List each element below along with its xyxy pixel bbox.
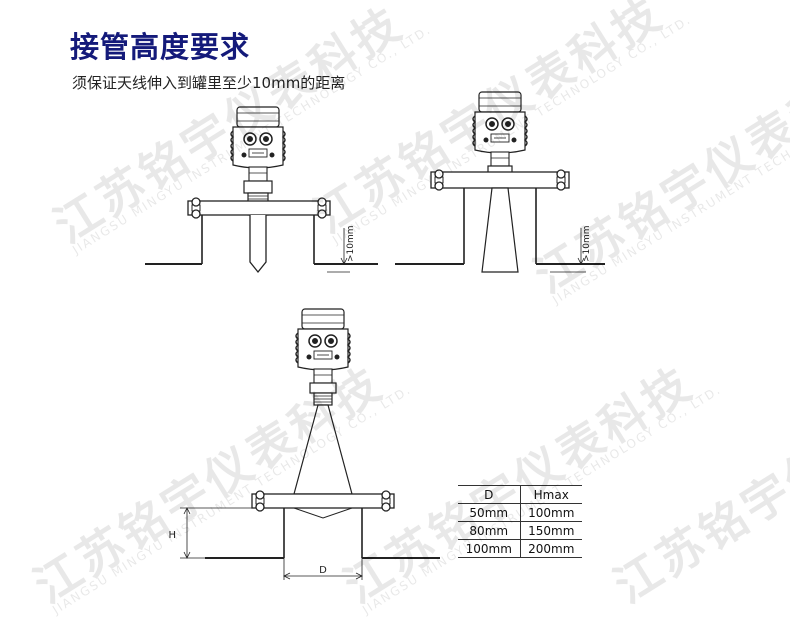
table-cell: 100mm [520,503,582,522]
table-row: 50mm 100mm [458,503,582,522]
diameter-label: D [319,565,327,576]
page-subtitle: 须保证天线伸入到罐里至少10mm的距离 [72,74,346,92]
height-label: H [168,530,176,541]
diagram-rod-antenna [145,106,378,274]
table-cell: 100mm [458,539,521,558]
table-header-hmax: Hmax [520,485,582,504]
page-title: 接管高度要求 [70,30,251,64]
table-cell: 80mm [458,521,521,540]
min-insertion-label-1: >10mm [346,225,356,262]
table-row: 80mm 150mm [458,521,582,540]
table-cell: 50mm [458,503,521,522]
table-header-row: D Hmax [458,485,582,504]
table-row: 100mm 200mm [458,539,582,558]
table-cell: 150mm [520,521,582,540]
table-cell: 200mm [520,539,582,558]
table-header-d: D [458,485,521,504]
diagram-nozzle-dimensions [180,308,440,580]
nozzle-spec-table: D Hmax 50mm 100mm 80mm 150mm 100mm 200mm [458,485,582,558]
diagram-horn-antenna [395,91,605,273]
min-insertion-label-2: >10mm [582,225,592,262]
